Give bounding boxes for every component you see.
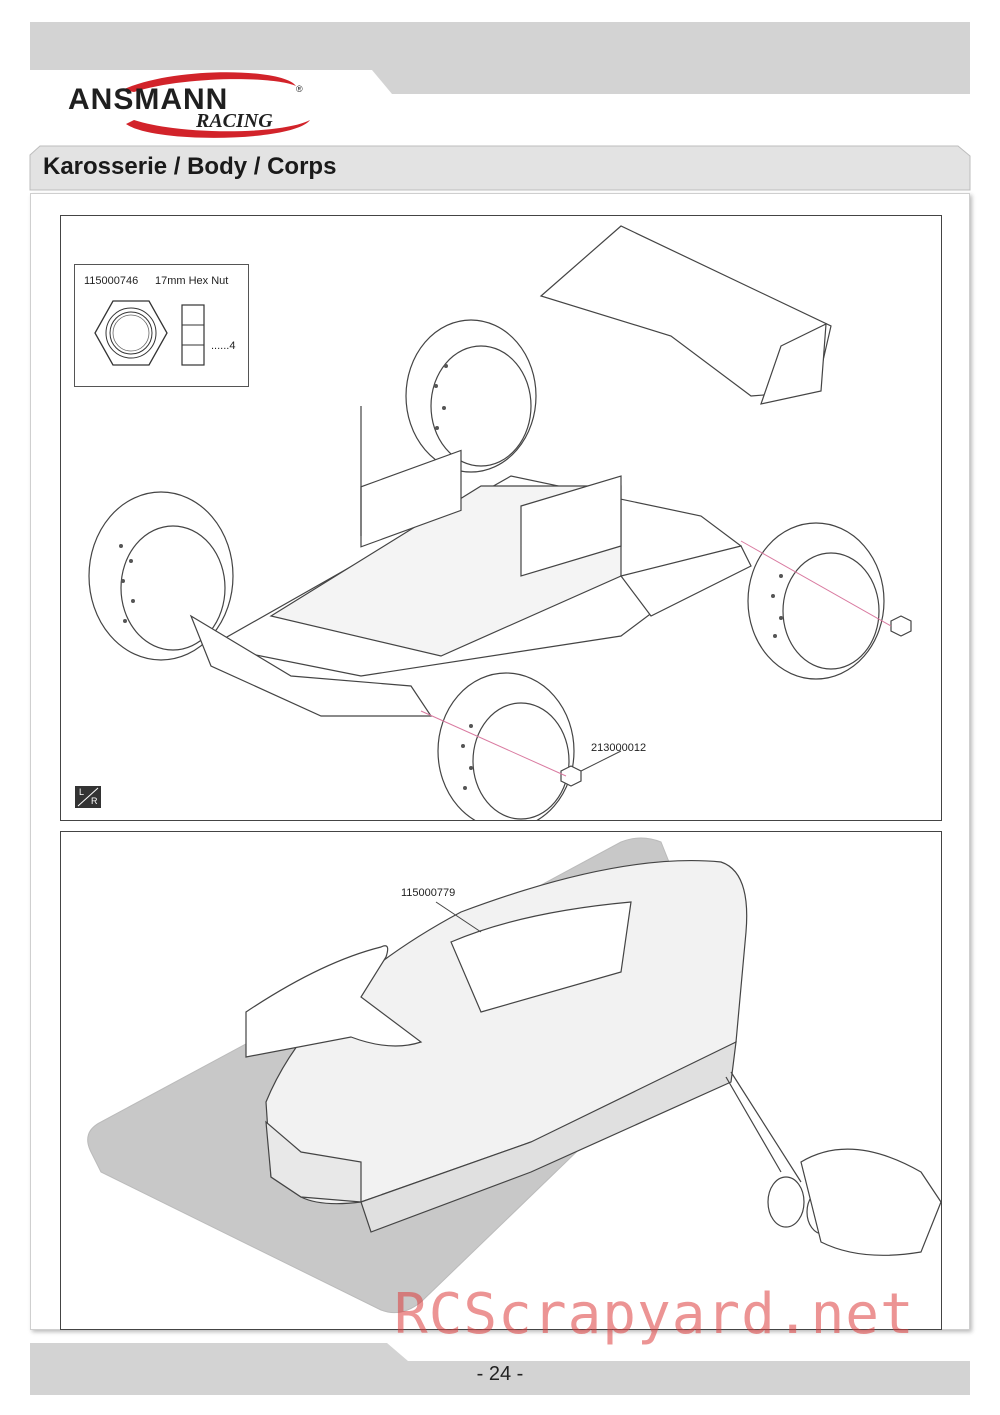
callout-hex-nut: 213000012: [591, 742, 647, 754]
brand-name: ANSMANN: [68, 83, 229, 116]
part-box-name: 17mm Hex Nut: [155, 275, 229, 287]
callout-body-shell: 115000779: [401, 887, 456, 899]
left-right-icon: [75, 786, 101, 808]
part-box-number: 115000746: [84, 275, 139, 287]
lr-badge-l: L: [79, 787, 85, 797]
panel-chassis: 115000746 17mm Hex Nut ......4: [60, 215, 942, 821]
section-title: Karosserie / Body / Corps: [43, 153, 337, 180]
header-band: [29, 22, 971, 191]
watermark: RCScrapyard.net: [394, 1282, 915, 1347]
part-box: 115000746 17mm Hex Nut ......4: [74, 264, 249, 387]
body-drawing: [87, 837, 941, 1314]
hex-nut-icon: [94, 300, 205, 366]
part-box-quantity: ......4: [211, 340, 236, 352]
brand-swoosh-icon: [122, 72, 310, 138]
panel-body: 115000779: [60, 831, 942, 1330]
chassis-drawing: [88, 225, 912, 820]
brand-sub: RACING: [196, 110, 273, 132]
footer-band: [30, 1343, 970, 1395]
page-number: - 24 -: [476, 1363, 524, 1385]
brand-registered: ®: [296, 84, 303, 94]
lr-badge-r: R: [91, 796, 98, 806]
brand-logo: ANSMANN ® RACING: [64, 64, 314, 144]
